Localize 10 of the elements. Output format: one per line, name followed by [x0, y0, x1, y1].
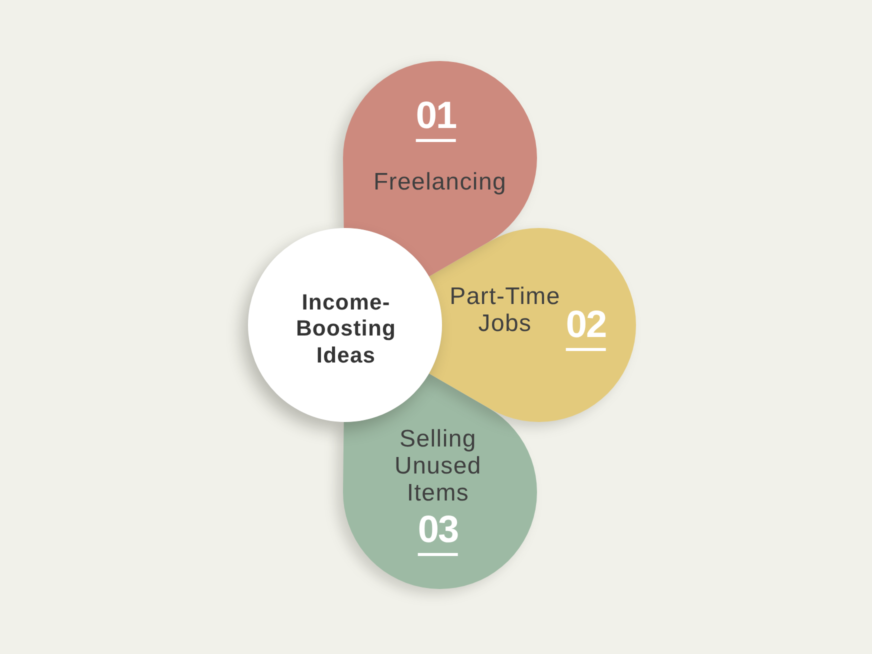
step-number: 03: [418, 511, 458, 556]
idea-label: Part-Time Jobs: [448, 283, 562, 337]
step-number: 01: [416, 97, 456, 142]
idea-label: Selling Unused Items: [394, 425, 482, 506]
petal: [429, 228, 636, 422]
step-number: 02: [566, 306, 606, 351]
petal: [343, 373, 537, 589]
petal: [343, 61, 537, 277]
idea-label: Freelancing: [373, 168, 507, 196]
center-title: Income-Boosting Ideas: [294, 288, 398, 368]
